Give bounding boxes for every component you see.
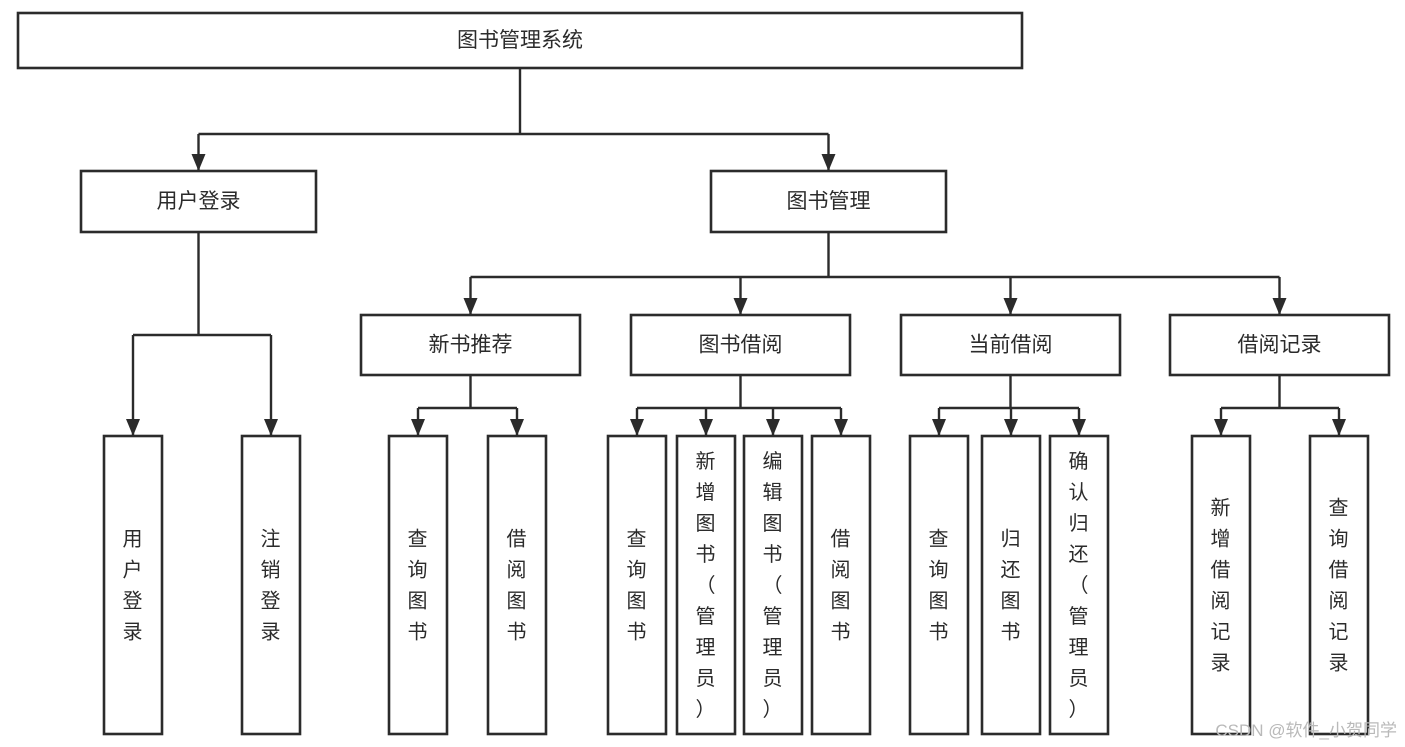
- node-label: 查询图书: [929, 528, 950, 644]
- node-label: 当前借阅: [969, 334, 1053, 357]
- connector-group: [463, 232, 1287, 315]
- node-box[interactable]: [102, 434, 164, 736]
- node-label: 借阅图书: [831, 528, 852, 644]
- node-box[interactable]: [1190, 434, 1252, 736]
- connector-group: [191, 68, 836, 171]
- node-box[interactable]: [240, 434, 302, 736]
- node-box[interactable]: [359, 313, 582, 377]
- node-box[interactable]: [387, 434, 449, 736]
- node-l3_0[interactable]: 新书推荐: [359, 313, 582, 377]
- node-l2_0[interactable]: 用户登录: [79, 169, 318, 234]
- connector-group: [630, 375, 848, 436]
- node-leaf_11[interactable]: 新增借阅记录: [1190, 434, 1252, 736]
- node-box[interactable]: [606, 434, 668, 736]
- node-box[interactable]: [629, 313, 852, 377]
- connector-group: [411, 375, 524, 436]
- node-box[interactable]: [908, 434, 970, 736]
- node-leaf_5[interactable]: 新增图书（管理员）: [675, 434, 737, 736]
- node-label: 新书推荐: [429, 334, 513, 357]
- node-label: 图书管理系统: [457, 29, 583, 52]
- node-leaf_7[interactable]: 借阅图书: [810, 434, 872, 736]
- node-label: 新增借阅记录: [1211, 497, 1232, 675]
- node-box[interactable]: [675, 434, 737, 736]
- node-l3_3[interactable]: 借阅记录: [1168, 313, 1391, 377]
- node-label: 注销登录: [261, 528, 282, 644]
- node-leaf_1[interactable]: 注销登录: [240, 434, 302, 736]
- connector-group: [126, 232, 278, 436]
- node-label: 新增图书（管理员）: [696, 450, 717, 721]
- node-leaf_12[interactable]: 查询借阅记录: [1308, 434, 1370, 736]
- node-label: 图书借阅: [699, 334, 783, 357]
- node-box[interactable]: [980, 434, 1042, 736]
- node-label: 查询图书: [627, 528, 648, 644]
- node-label: 借阅记录: [1238, 334, 1322, 357]
- connectors-layer: [126, 68, 1346, 436]
- node-l2_1[interactable]: 图书管理: [709, 169, 948, 234]
- node-leaf_6[interactable]: 编辑图书（管理员）: [742, 434, 804, 736]
- node-label: 归还图书: [1001, 528, 1022, 644]
- node-box[interactable]: [742, 434, 804, 736]
- node-leaf_9[interactable]: 归还图书: [980, 434, 1042, 736]
- node-label: 查询借阅记录: [1329, 497, 1350, 675]
- node-box[interactable]: [16, 11, 1024, 70]
- node-leaf_10[interactable]: 确认归还（管理员）: [1048, 434, 1110, 736]
- node-box[interactable]: [79, 169, 318, 234]
- node-root[interactable]: 图书管理系统: [16, 11, 1024, 70]
- node-box[interactable]: [1048, 434, 1110, 736]
- node-label: 借阅图书: [507, 528, 528, 644]
- connector-group: [1214, 375, 1346, 436]
- node-label: 查询图书: [408, 528, 429, 644]
- node-leaf_2[interactable]: 查询图书: [387, 434, 449, 736]
- node-label: 编辑图书（管理员）: [763, 450, 784, 721]
- node-leaf_4[interactable]: 查询图书: [606, 434, 668, 736]
- node-box[interactable]: [899, 313, 1122, 377]
- node-label: 用户登录: [123, 529, 144, 644]
- connector-group: [932, 375, 1086, 436]
- node-l3_2[interactable]: 当前借阅: [899, 313, 1122, 377]
- node-label: 图书管理: [787, 190, 871, 213]
- node-leaf_0[interactable]: 用户登录: [102, 434, 164, 736]
- node-box[interactable]: [1168, 313, 1391, 377]
- node-box[interactable]: [1308, 434, 1370, 736]
- node-label: 用户登录: [157, 190, 241, 213]
- node-box[interactable]: [709, 169, 948, 234]
- node-leaf_3[interactable]: 借阅图书: [486, 434, 548, 736]
- node-box[interactable]: [486, 434, 548, 736]
- node-box[interactable]: [810, 434, 872, 736]
- node-l3_1[interactable]: 图书借阅: [629, 313, 852, 377]
- nodes-layer: 图书管理系统用户登录图书管理新书推荐图书借阅当前借阅借阅记录用户登录注销登录查询…: [16, 11, 1391, 736]
- node-leaf_8[interactable]: 查询图书: [908, 434, 970, 736]
- node-label: 确认归还（管理员）: [1069, 450, 1090, 721]
